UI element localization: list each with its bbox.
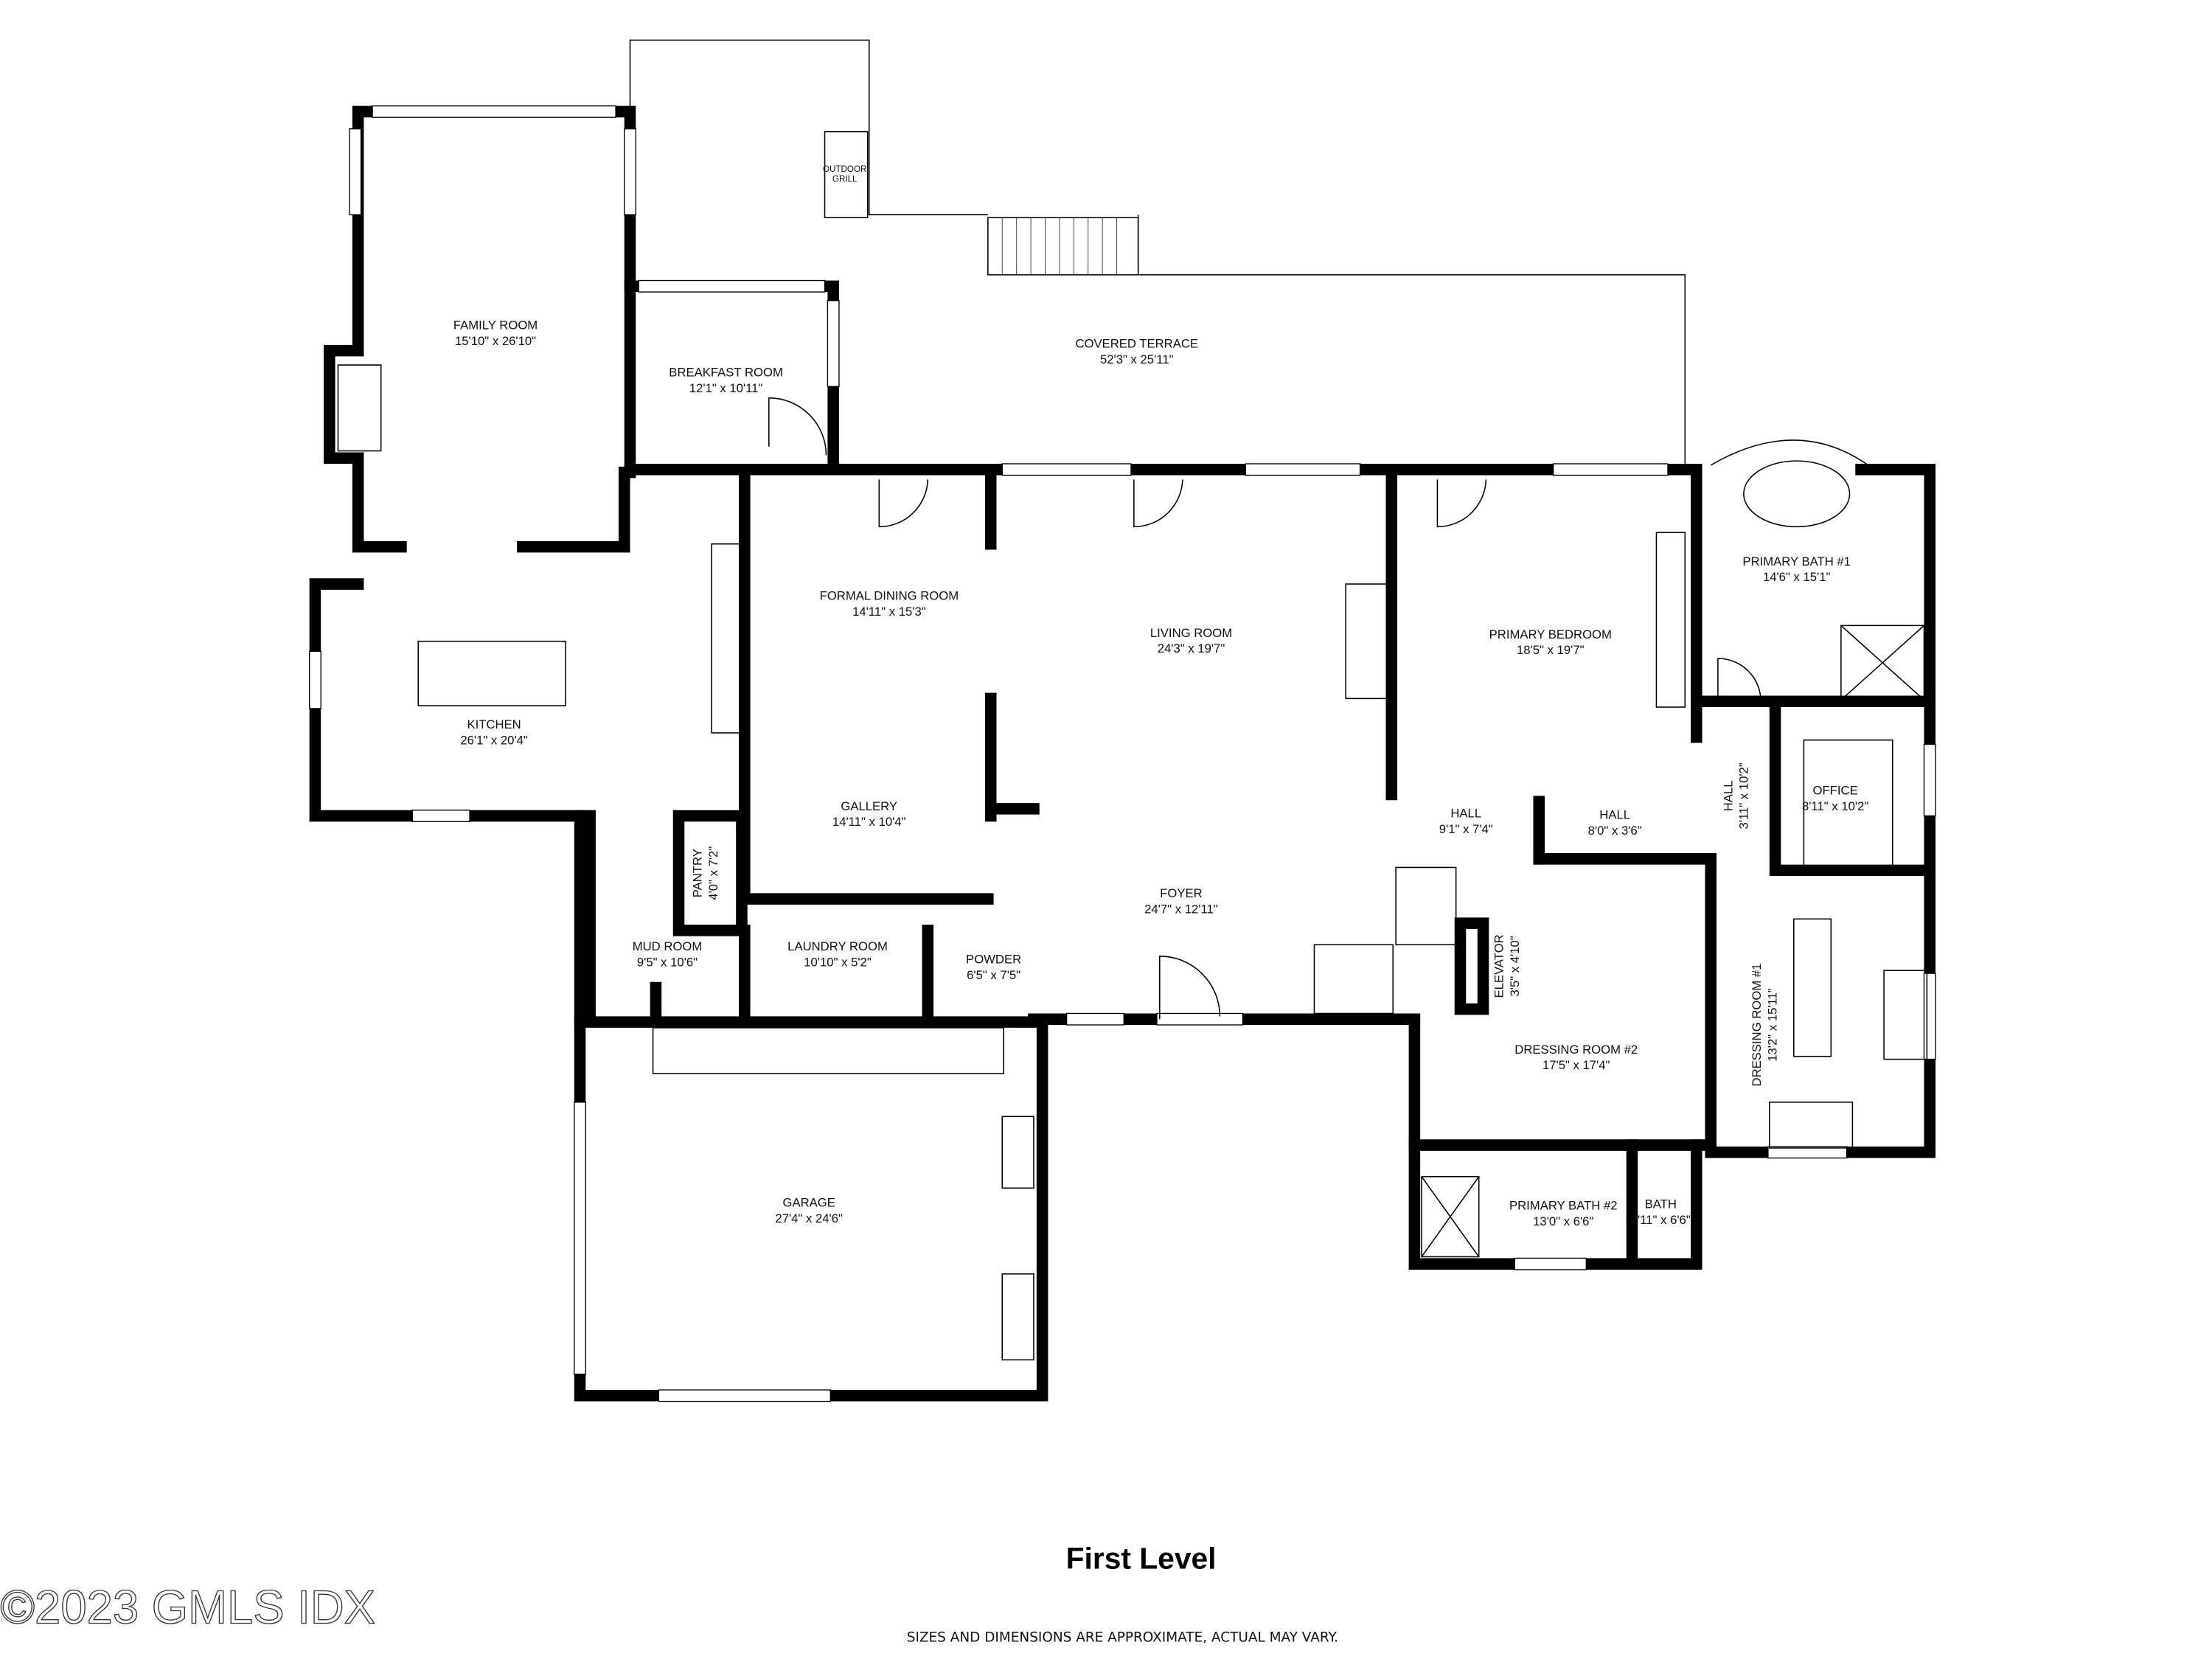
room-dimensions: 14'11" x 15'3" [852, 605, 926, 619]
room-name: FORMAL DINING ROOM [820, 588, 959, 602]
room-dimensions: 9'1" x 7'4" [1439, 822, 1493, 836]
room-dimensions: 14'6" x 15'1" [1763, 570, 1831, 584]
room-dimensions: 9'5" x 10'6" [637, 955, 698, 969]
room-dimensions: 8'11" x 10'2" [1802, 799, 1868, 813]
room-dimensions: 24'3" x 19'7" [1158, 641, 1225, 655]
room-name: FOYER [1160, 886, 1203, 900]
room-dimensions: 24'7" x 12'11" [1144, 902, 1218, 917]
room-label: LAUNDRY ROOM 10'10" x 5'2" [787, 939, 888, 969]
room-label: FORMAL DINING ROOM 14'11" x 15'3" [820, 588, 959, 618]
room-dimensions: 6'5" x 7'5" [967, 968, 1020, 982]
fixtures [337, 364, 1928, 1361]
room-name: PRIMARY BATH #2 [1509, 1198, 1618, 1212]
room-label: KITCHEN 26'1" x 20'4" [460, 717, 528, 747]
grill-label-line2: GRILL [832, 175, 858, 184]
grill-label: OUTDOOR GRILL [823, 164, 866, 184]
room-name: GALLERY [841, 799, 897, 813]
watermark: ©2023 GMLS IDX [0, 1580, 375, 1633]
room-label: HALL 9'1" x 7'4" [1439, 806, 1493, 835]
room-dimensions: 13'0" x 6'6" [1533, 1214, 1593, 1228]
room-dimensions: 15'10" x 26'10" [455, 334, 536, 348]
room-label: DRESSING ROOM #217'5" x 17'4" [1514, 1043, 1638, 1072]
room-name: PANTRY [691, 849, 705, 897]
room-dimensions: 14'11" x 10'4" [832, 815, 906, 829]
room-label: PRIMARY BEDROOM 18'5" x 19'7" [1489, 627, 1612, 657]
plan-title: First Level [1066, 1542, 1217, 1576]
room-label: BATH 2'11" x 6'6" [1631, 1197, 1691, 1226]
room-name: MUD ROOM [633, 939, 703, 953]
room-dimensions: 10'10" x 5'2" [804, 955, 872, 969]
room-name: OFFICE [1813, 783, 1858, 797]
room-dimensions: 2'11" x 6'6" [1631, 1213, 1691, 1227]
room-dimensions: 12'1" x 10'11" [689, 381, 763, 395]
room-dimensions: 3'5" x 4'10" [1508, 936, 1522, 996]
room-dimensions: 26'1" x 20'4" [460, 733, 528, 747]
room-label: PRIMARY BATH #2 13'0" x 6'6" [1509, 1198, 1618, 1228]
room-name: HALL [1450, 806, 1481, 820]
disclaimer: SIZES AND DIMENSIONS ARE APPROXIMATE, AC… [907, 1630, 1338, 1646]
room-name: PRIMARY BEDROOM [1489, 627, 1612, 641]
room-name: HALL [1599, 807, 1630, 821]
room-dimensions: 3'11" x 10'2" [1737, 762, 1751, 829]
room-name: DRESSING ROOM #1 [1750, 964, 1764, 1087]
room-name: LIVING ROOM [1150, 626, 1232, 640]
room-name: HALL [1721, 781, 1735, 812]
room-dimensions: 4'0" x 7'2" [706, 846, 720, 900]
room-dimensions: 27'4" x 24'6" [775, 1211, 843, 1225]
outdoor-grill [824, 131, 869, 218]
room-name: LAUNDRY ROOM [787, 939, 888, 953]
room-name: GARAGE [782, 1196, 835, 1210]
room-label: FOYER 24'7" x 12'11" [1144, 886, 1218, 916]
room-name: PRIMARY BATH #1 [1742, 554, 1851, 568]
terrace-outline [629, 39, 1686, 465]
room-dimensions: 8'0" x 3'6" [1588, 824, 1642, 838]
grill-label-line1: OUTDOOR [823, 164, 866, 174]
room-name: DRESSING ROOM #2 [1514, 1043, 1638, 1057]
room-dimensions: 52'3" x 25'11" [1100, 352, 1174, 366]
room-label: GALLERY 14'11" x 10'4" [832, 799, 906, 829]
room-label: HALL 8'0" x 3'6" [1588, 807, 1642, 837]
room-name: COVERED TERRACE [1075, 337, 1198, 351]
room-name: POWDER [966, 953, 1021, 967]
room-dimensions: 18'5" x 19'7" [1517, 643, 1585, 657]
room-name: BATH [1645, 1197, 1677, 1211]
room-name: BREAKFAST ROOM [669, 366, 783, 380]
room-label: PRIMARY BATH #1 14'6" x 15'1" [1742, 554, 1851, 584]
room-label: OFFICE 8'11" x 10'2" [1802, 783, 1868, 813]
walls [309, 105, 1935, 1402]
room-dimensions: 13'2" x 15'11" [1766, 988, 1780, 1062]
room-name: KITCHEN [467, 717, 521, 731]
room-label: MUD ROOM 9'5" x 10'6" [633, 939, 703, 969]
windows [308, 105, 1936, 1402]
room-name: ELEVATOR [1492, 934, 1506, 998]
room-name: FAMILY ROOM [453, 319, 538, 333]
room-dimensions: 17'5" x 17'4" [1543, 1058, 1610, 1072]
